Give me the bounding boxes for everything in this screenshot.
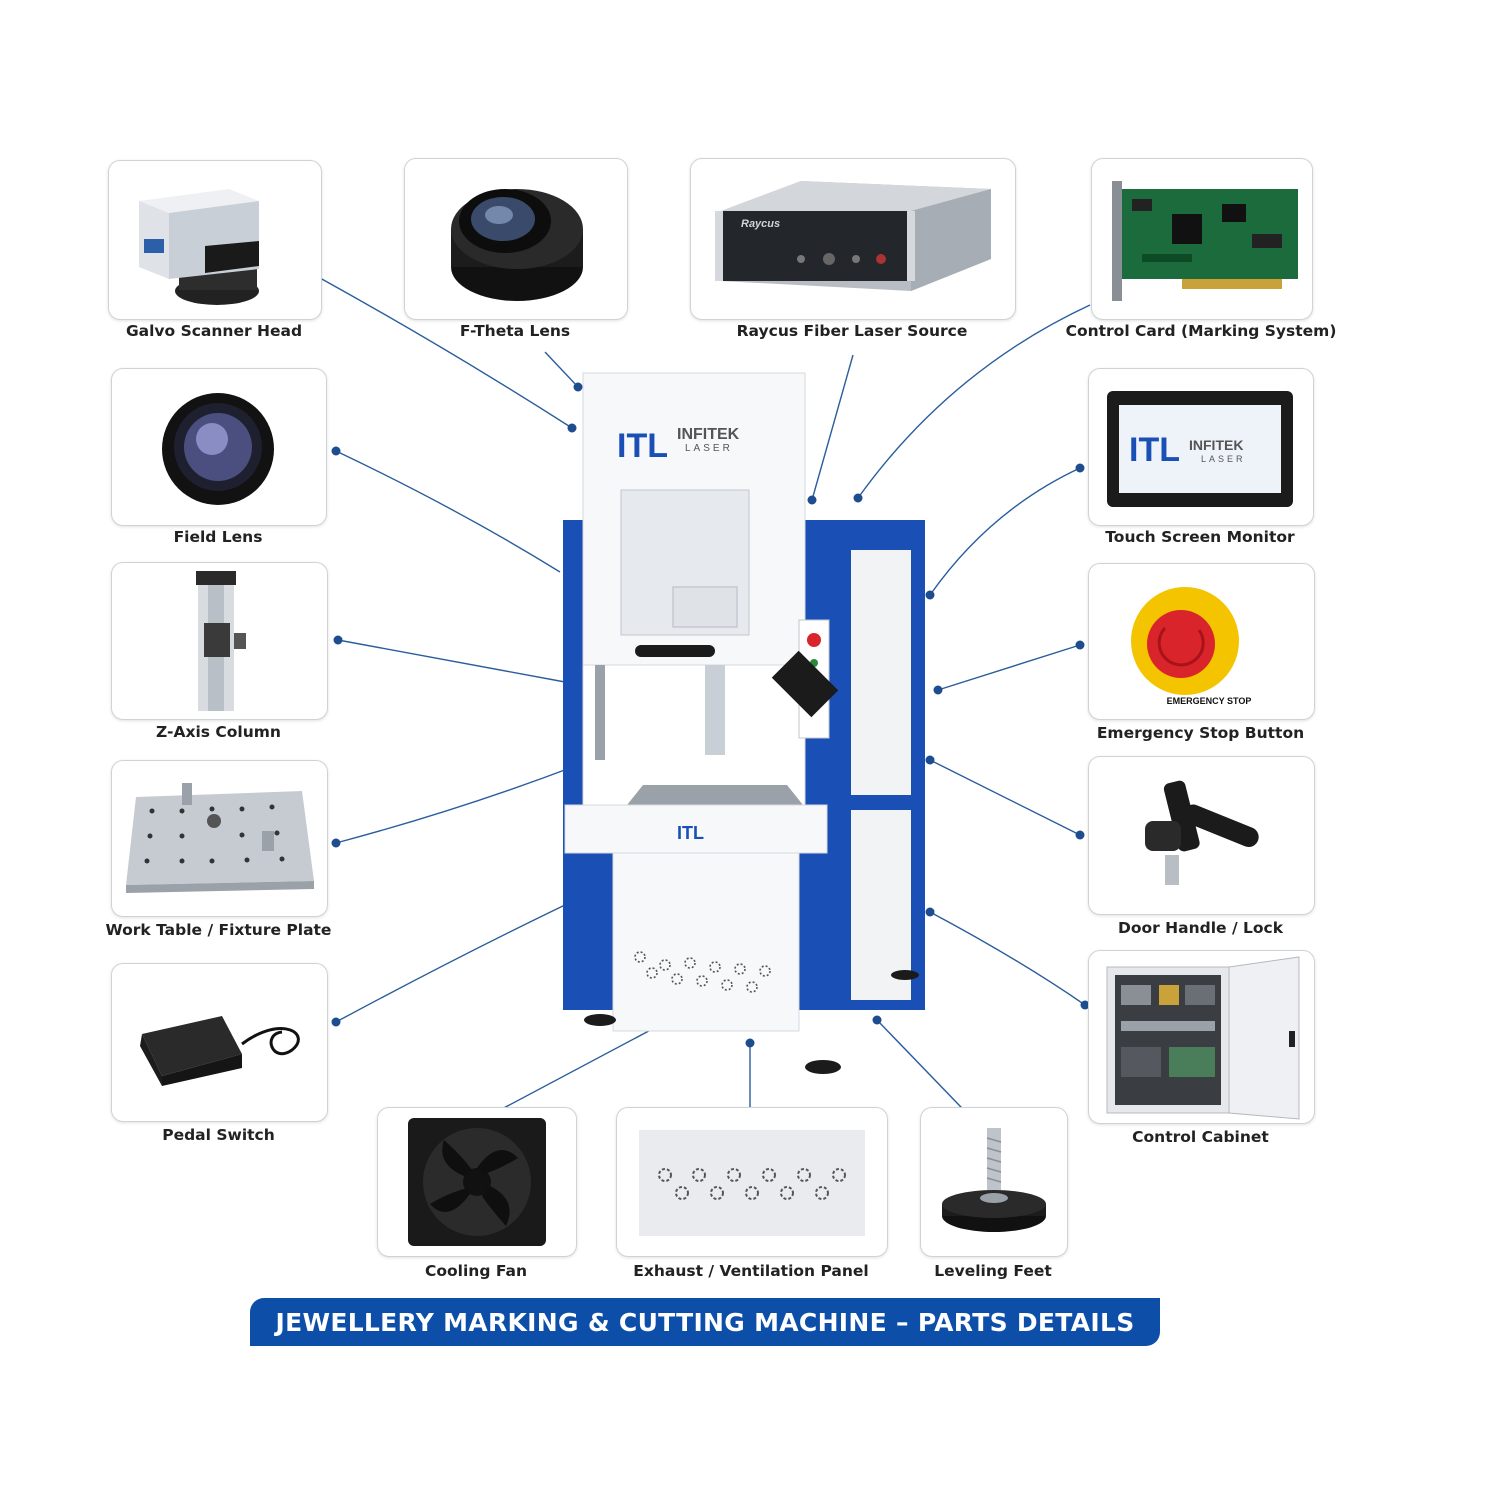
- part-emergency-stop-button: EMERGENCY STOP Emergency Stop Button: [1088, 563, 1315, 742]
- work-table-image: [111, 760, 328, 917]
- part-cooling-fan: Cooling Fan: [377, 1107, 577, 1280]
- touch-screen-monitor-image: ITL INFITEK LASER: [1088, 368, 1314, 526]
- part-exhaust-ventilation-panel: Exhaust / Ventilation Panel: [616, 1107, 888, 1280]
- machine-logo-top: INFITEK: [677, 426, 740, 443]
- part-work-table: Work Table / Fixture Plate: [106, 760, 331, 939]
- part-control-card: Control Card (Marking System): [1066, 158, 1336, 340]
- page-title-banner: JEWELLERY MARKING & CUTTING MACHINE – PA…: [250, 1298, 1160, 1346]
- part-galvo-scanner-head: Galvo Scanner Head: [108, 160, 322, 340]
- part-label: Touch Screen Monitor: [1105, 528, 1295, 546]
- monitor-logo-top: INFITEK: [1189, 437, 1243, 453]
- control-card-image: [1091, 158, 1313, 320]
- part-field-lens: Field Lens: [111, 368, 327, 546]
- cooling-fan-image: [377, 1107, 577, 1257]
- part-label: Control Card (Marking System): [1065, 322, 1337, 340]
- emergency-stop-image: EMERGENCY STOP: [1088, 563, 1315, 720]
- part-pedal-switch: Pedal Switch: [111, 963, 328, 1144]
- door-handle-image: [1088, 756, 1315, 915]
- field-lens-image: [111, 368, 327, 526]
- estop-ring-text: EMERGENCY STOP: [1167, 696, 1252, 706]
- monitor-logo-letters: ITL: [1129, 431, 1180, 469]
- laser-machine-illustration: ITL INFITEK LASER ITL: [555, 365, 935, 1085]
- part-label: Cooling Fan: [425, 1262, 527, 1280]
- part-label: Galvo Scanner Head: [125, 322, 303, 340]
- part-control-cabinet: Control Cabinet: [1088, 950, 1315, 1146]
- machine-plate-text: ITL: [677, 823, 704, 843]
- part-leveling-feet: Leveling Feet: [920, 1107, 1068, 1280]
- f-theta-lens-image: [404, 158, 628, 320]
- exhaust-panel-image: [616, 1107, 888, 1257]
- control-cabinet-image: [1088, 950, 1315, 1124]
- part-door-handle-lock: Door Handle / Lock: [1088, 756, 1315, 937]
- monitor-logo-bottom: LASER: [1201, 454, 1246, 464]
- raycus-brand-text: Raycus: [741, 218, 780, 230]
- part-label: Raycus Fiber Laser Source: [736, 322, 968, 340]
- part-label: Z-Axis Column: [156, 723, 281, 741]
- machine-logo-bottom: LASER: [685, 443, 733, 454]
- part-label: Work Table / Fixture Plate: [105, 921, 332, 939]
- pedal-switch-image: [111, 963, 328, 1122]
- galvo-scanner-head-image: [108, 160, 322, 320]
- part-f-theta-lens: F-Theta Lens: [404, 158, 628, 340]
- part-label: Leveling Feet: [934, 1262, 1052, 1280]
- part-label: Emergency Stop Button: [1096, 724, 1305, 742]
- part-label: Control Cabinet: [1132, 1128, 1269, 1146]
- raycus-laser-source-image: Raycus: [690, 158, 1016, 320]
- part-raycus-fiber-laser-source: Raycus Raycus Fiber Laser Source: [690, 158, 1016, 340]
- part-z-axis-column: Z-Axis Column: [111, 562, 328, 741]
- part-label: Door Handle / Lock: [1117, 919, 1284, 937]
- machine-logo-letters: ITL: [617, 427, 668, 465]
- leveling-feet-image: [920, 1107, 1068, 1257]
- part-label: Field Lens: [173, 528, 263, 546]
- part-label: F-Theta Lens: [459, 322, 571, 340]
- part-label: Exhaust / Ventilation Panel: [633, 1262, 869, 1280]
- z-axis-column-image: [111, 562, 328, 720]
- part-touch-screen-monitor: ITL INFITEK LASER Touch Screen Monitor: [1088, 368, 1314, 546]
- part-label: Pedal Switch: [162, 1126, 275, 1144]
